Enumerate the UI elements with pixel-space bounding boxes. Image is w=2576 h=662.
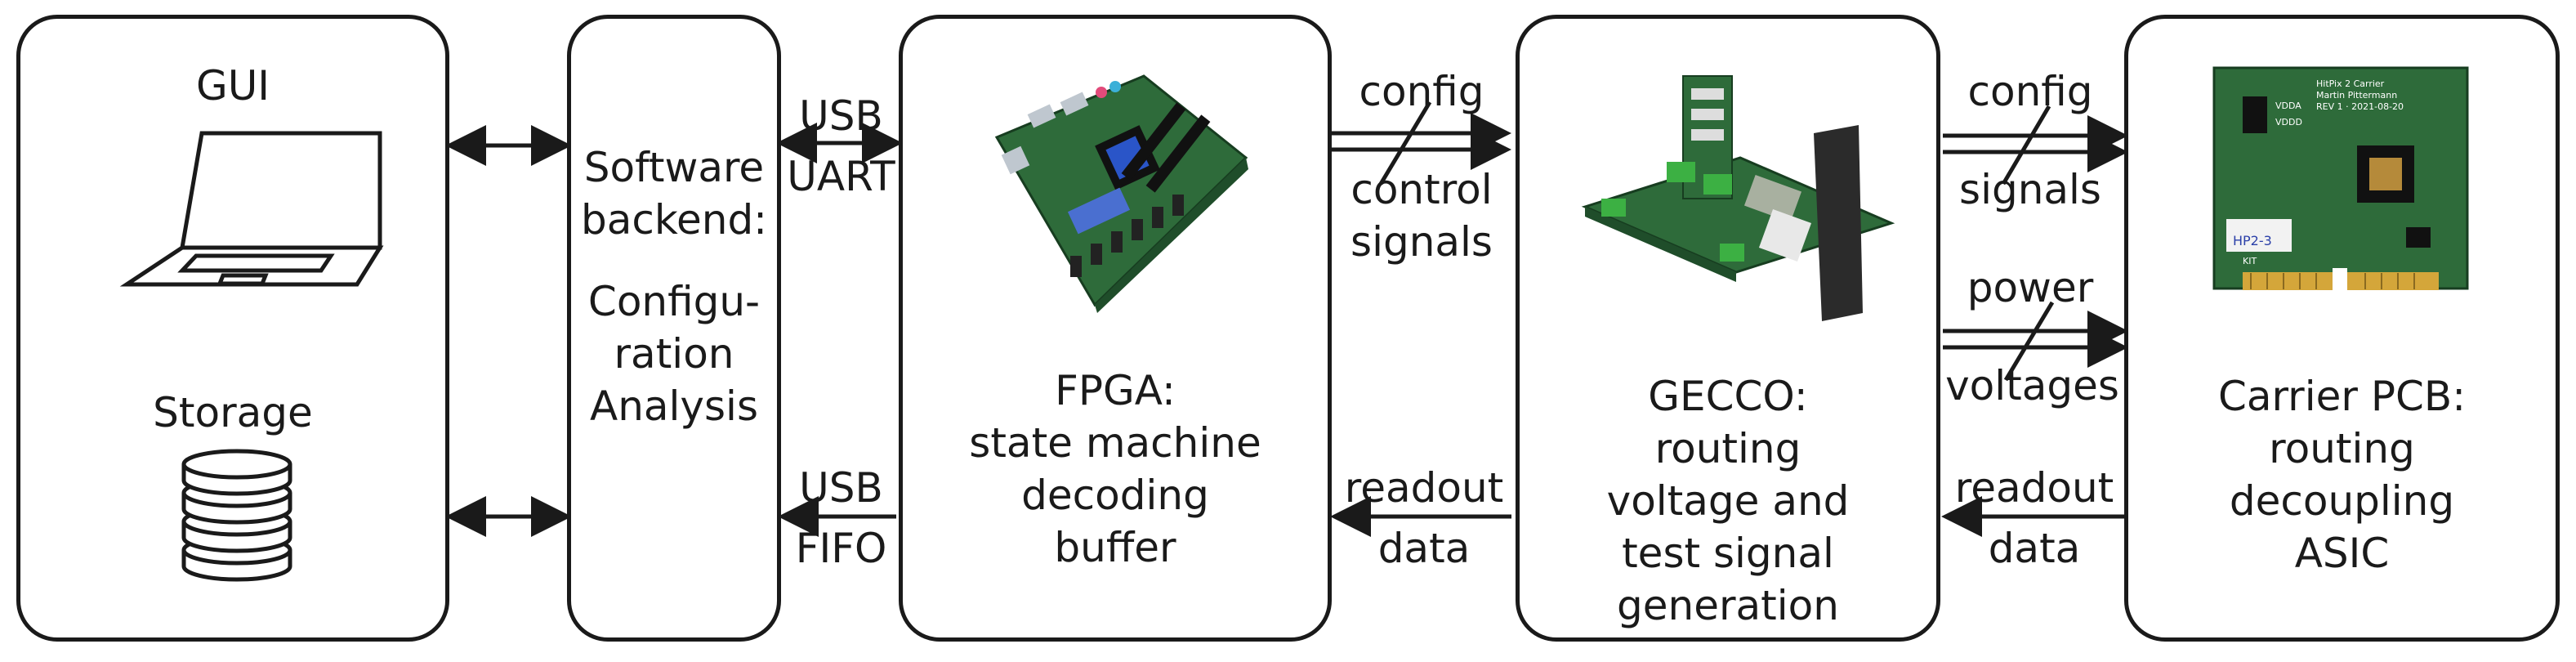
usb-fifo-label: USB FIFO xyxy=(795,464,887,572)
fpga-config-label: config xyxy=(1359,68,1484,115)
fpga-box: FPGA: state machine decoding buffer xyxy=(899,15,1332,642)
gecco-box: GECCO: routing voltage and test signal g… xyxy=(1516,15,1940,642)
laptop-icon xyxy=(119,131,384,287)
gui-label: GUI xyxy=(195,62,270,110)
software-backend-box: Software backend: Configu- ration Analys… xyxy=(567,15,781,642)
voltages-label: voltages xyxy=(1945,362,2119,409)
gecco-readout-label: readout data xyxy=(1344,464,1504,572)
fpga-control-signals-label: control signals xyxy=(1351,166,1493,266)
fpga-label: FPGA: state machine decoding buffer xyxy=(969,367,1261,571)
carrier-photo-author: Martin Pittermann xyxy=(2316,90,2397,101)
carrier-pcb-box: HitPix 2 Carrier Martin Pittermann REV 1… xyxy=(2124,15,2560,642)
carrier-readout-label: readout data xyxy=(1954,464,2114,572)
storage-label: Storage xyxy=(153,389,313,436)
carrier-photo-title: HitPix 2 Carrier xyxy=(2316,78,2385,89)
carrier-config-label: config xyxy=(1967,68,2093,115)
host-computer-box: GUI Storage xyxy=(16,15,449,642)
carrier-pcb-label: Carrier PCB: routing decoupling ASIC xyxy=(2217,373,2467,577)
fpga-board-photo xyxy=(994,74,1248,313)
carrier-photo-rev: REV 1 · 2021-08-20 xyxy=(2316,101,2404,112)
fpga-gecco-bus-slash xyxy=(1378,101,1432,186)
carrier-photo-kit: KIT xyxy=(2243,256,2257,266)
carrier-photo-vddd: VDDD xyxy=(2275,117,2302,127)
power-label: power xyxy=(1967,264,2094,311)
gecco-carrier-bus-slash xyxy=(2001,105,2051,186)
usb-uart-label: USB UART xyxy=(787,92,895,200)
carrier-board-photo: HitPix 2 Carrier Martin Pittermann REV 1… xyxy=(2212,66,2469,291)
gecco-board-photo xyxy=(1581,75,1895,321)
database-icon xyxy=(181,449,292,582)
gecco-label: GECCO: routing voltage and test signal g… xyxy=(1606,373,1850,629)
carrier-signals-label: signals xyxy=(1959,166,2101,213)
carrier-photo-vdda: VDDA xyxy=(2275,101,2301,111)
software-backend-label: Software backend: Configu- ration Analys… xyxy=(580,144,768,430)
carrier-photo-hp23: HP2-3 xyxy=(2233,233,2272,248)
gecco-carrier-power-slash xyxy=(2003,301,2055,382)
